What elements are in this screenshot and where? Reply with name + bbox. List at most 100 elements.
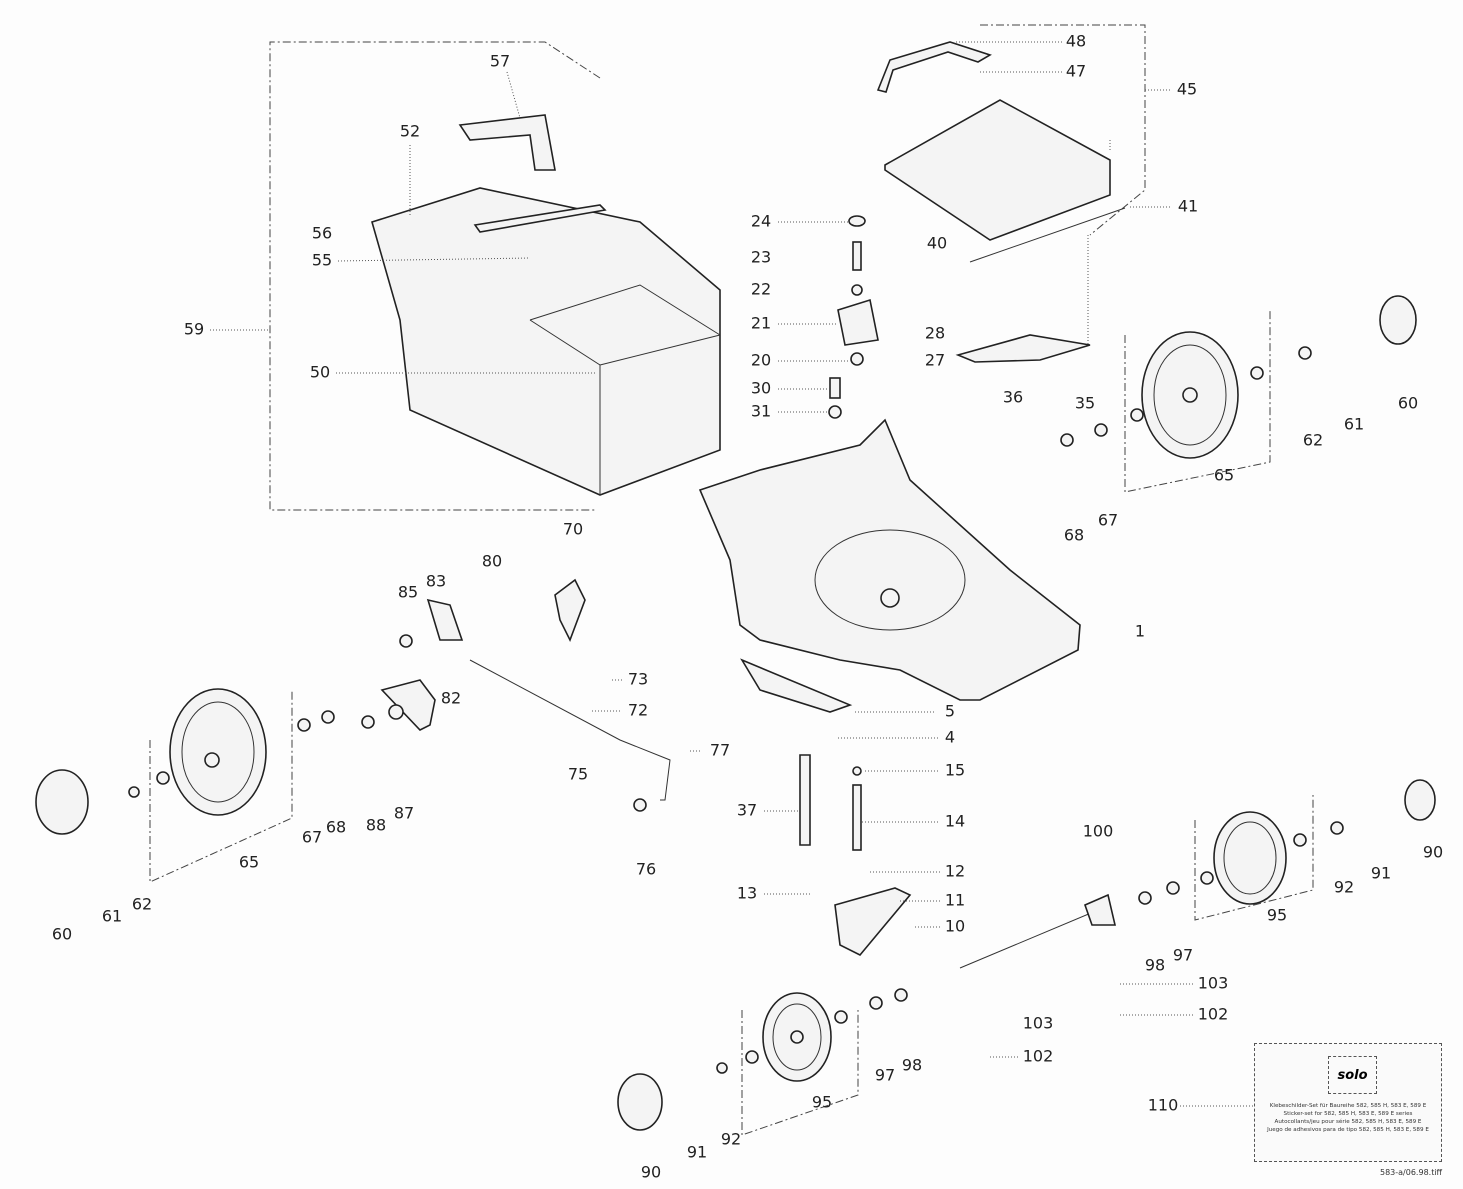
wheel-adjuster-knob <box>837 298 879 346</box>
part-number-label: 90 <box>1423 843 1443 862</box>
part-number-label: 47 <box>1066 62 1086 81</box>
part-number-label: 41 <box>1178 197 1198 216</box>
part-number-label: 102 <box>1198 1005 1229 1024</box>
part-number-label: 28 <box>925 324 945 343</box>
solo-logo: solo <box>1328 1056 1377 1094</box>
part-number-label: 82 <box>441 689 461 708</box>
part-number-label: 30 <box>751 379 771 398</box>
hub-cap <box>1404 779 1436 821</box>
hub-cap <box>1379 295 1417 345</box>
part-number-label: 73 <box>628 670 648 689</box>
part-number-label: 92 <box>721 1130 741 1149</box>
sticker-kit-description: Klebeschilder-Set für Baureihe 582, 585 … <box>1257 1102 1439 1134</box>
part-number-label: 35 <box>1075 394 1095 413</box>
part-number-label: 65 <box>1214 466 1234 485</box>
part-number-label: 91 <box>1371 864 1391 883</box>
hub-cap <box>617 1073 663 1131</box>
part-number-label: 40 <box>927 234 947 253</box>
part-number-label: 103 <box>1198 974 1229 993</box>
kit-line-es: Juego de adhesivos para de tipo 582, 585… <box>1267 1127 1429 1133</box>
part-number-label: 20 <box>751 351 771 370</box>
part-number-label: 102 <box>1023 1047 1054 1066</box>
part-number-label: 24 <box>751 212 771 231</box>
part-number-label: 50 <box>310 363 330 382</box>
part-number-label: 11 <box>945 891 965 910</box>
part-number-label: 12 <box>945 862 965 881</box>
part-number-label: 15 <box>945 761 965 780</box>
part-number-label: 100 <box>1083 822 1114 841</box>
part-number-label: 60 <box>52 925 72 944</box>
part-number-label: 65 <box>239 853 259 872</box>
part-number-label: 4 <box>945 728 955 747</box>
wheel-rear-left <box>169 688 267 816</box>
part-number-label: 52 <box>400 122 420 141</box>
part-number-label: 48 <box>1066 32 1086 51</box>
part-number-label: 90 <box>641 1163 661 1182</box>
grass-bag-group-outline <box>269 41 601 511</box>
part-number-label: 57 <box>490 52 510 71</box>
part-number-label: 67 <box>1098 511 1118 530</box>
part-number-label: 36 <box>1003 388 1023 407</box>
part-number-label: 72 <box>628 701 648 720</box>
motor-bracket <box>834 887 912 956</box>
part-number-label: 68 <box>326 818 346 837</box>
part-number-label: 62 <box>132 895 152 914</box>
part-number-label: 59 <box>184 320 204 339</box>
part-number-label: 62 <box>1303 431 1323 450</box>
wheel-rear-right <box>1141 331 1239 459</box>
rear-flap <box>884 99 1111 241</box>
part-number-label: 70 <box>563 520 583 539</box>
part-number-label: 95 <box>812 1093 832 1112</box>
part-number-label: 27 <box>925 351 945 370</box>
bag-handle <box>458 114 556 171</box>
wheel-front-right <box>1213 811 1287 905</box>
part-number-label: 83 <box>426 572 446 591</box>
part-number-label: 31 <box>751 402 771 421</box>
kit-line-en: Sticker-set for 582, 585 H, 583 E, 589 E… <box>1283 1111 1413 1117</box>
part-number-label: 91 <box>687 1143 707 1162</box>
part-number-label: 45 <box>1177 80 1197 99</box>
part-number-label: 5 <box>945 702 955 721</box>
part-number-label: 75 <box>568 765 588 784</box>
file-reference: 583-a/06.98.tiff <box>1380 1168 1443 1177</box>
part-number-label: 61 <box>102 907 122 926</box>
mower-deck <box>698 418 1081 701</box>
kit-line-fr: Autocollants/jeu pour série 582, 585 H, … <box>1274 1119 1422 1125</box>
hub-cap <box>35 769 89 835</box>
bag-bracket <box>473 204 607 233</box>
part-number-label: 56 <box>312 224 332 243</box>
part-number-label: 1 <box>1135 622 1145 641</box>
part-number-label: 97 <box>1173 946 1193 965</box>
mulch-plate <box>955 334 1091 363</box>
part-number-label: 87 <box>394 804 414 823</box>
part-number-label: 21 <box>751 314 771 333</box>
part-number-label: 80 <box>482 552 502 571</box>
part-number-label: 92 <box>1334 878 1354 897</box>
part-number-label: 98 <box>1145 956 1165 975</box>
part-number-label: 98 <box>902 1056 922 1075</box>
part-number-label: 67 <box>302 828 322 847</box>
sticker-kit-box: solo Klebeschilder-Set für Baureihe 582,… <box>1254 1043 1442 1162</box>
part-number-label: 14 <box>945 812 965 831</box>
part-number-label: 76 <box>636 860 656 879</box>
callout-labels: 5752565559504847454124232221203031282740… <box>52 32 1443 1182</box>
part-number-label: 103 <box>1023 1014 1054 1033</box>
part-number-label: 85 <box>398 583 418 602</box>
part-number-label: 97 <box>875 1066 895 1085</box>
part-number-label: 37 <box>737 801 757 820</box>
discharge-flap <box>740 658 853 713</box>
part-number-label: 77 <box>710 741 730 760</box>
part-number-label: 95 <box>1267 906 1287 925</box>
lever-bracket <box>554 578 586 642</box>
part-number-label: 60 <box>1398 394 1418 413</box>
part-number-label: 55 <box>312 251 332 270</box>
part-number-label: 22 <box>751 280 771 299</box>
part-number-label: 110 <box>1148 1096 1179 1115</box>
wheel-front-left <box>762 992 832 1082</box>
grass-bag <box>371 187 721 496</box>
part-number-label: 13 <box>737 884 757 903</box>
part-number-label: 68 <box>1064 526 1084 545</box>
part-number-label: 88 <box>366 816 386 835</box>
kit-line-de: Klebeschilder-Set für Baureihe 582, 585 … <box>1269 1103 1427 1109</box>
